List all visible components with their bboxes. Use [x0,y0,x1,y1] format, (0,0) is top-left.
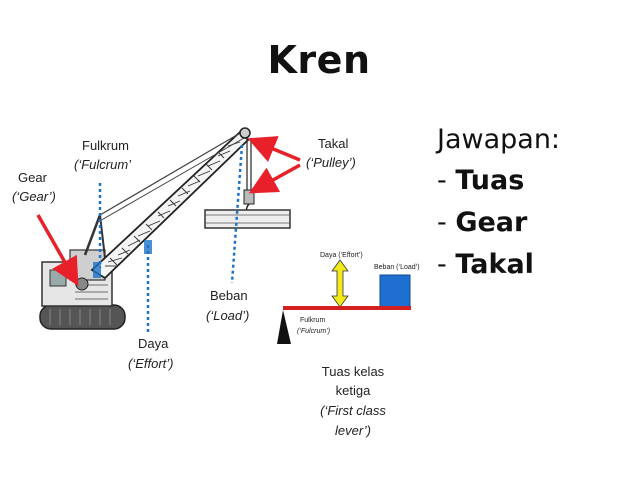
label-daya: Daya [138,336,169,351]
answer-list: Jawapan: - Tuas - Gear - Takal [437,120,637,286]
label-gear-en: (‘Gear’) [12,189,56,204]
tuas-caption-1: Tuas kelas [322,364,385,379]
lever-bar [283,306,411,310]
effort-arrow [331,259,349,308]
tuas-caption-2: ketiga [336,383,371,398]
label-pulley-en: (‘Pulley’) [306,155,356,170]
lever-fulcrum-label-en: (‘Fulcrum’) [297,328,330,335]
tuas-caption-4: lever’) [335,423,371,438]
label-beban: Beban [210,288,248,303]
slide-title: Kren [267,38,371,82]
gear-icon [75,277,89,291]
lever-inset: Daya (‘Effort’) Beban (‘Load’) Fulkrum (… [277,252,420,344]
load-box [379,274,411,308]
lever-effort-label: Daya (‘Effort’) [320,252,363,259]
pulley-arrow-bottom [248,163,301,194]
pulley-icon [239,127,251,139]
crane-track [39,304,126,330]
answer-heading: Jawapan: [437,124,561,155]
answer-item-tuas: - Tuas [437,165,525,196]
gear-arrow [36,214,79,287]
label-gear: Gear [18,170,48,185]
answer-item-gear: - Gear [437,207,528,238]
steel-beam-load [204,209,291,229]
label-load-en: (‘Load’) [206,308,249,323]
label-takal: Takal [318,136,348,151]
lever-load-label: Beban (‘Load’) [374,264,420,271]
label-fulcrum-en: (‘Fulcrum’ [74,157,132,172]
label-fulkrum: Fulkrum [82,138,129,153]
load-leader [230,144,244,284]
pulley-arrow-top [247,136,301,162]
tuas-caption-3: (‘First class [320,403,386,418]
fulcrum-triangle [277,310,291,344]
lever-fulcrum-label: Fulkrum [300,317,325,324]
answer-item-takal: - Takal [437,249,534,280]
label-effort-en: (‘Effort’) [128,356,174,371]
